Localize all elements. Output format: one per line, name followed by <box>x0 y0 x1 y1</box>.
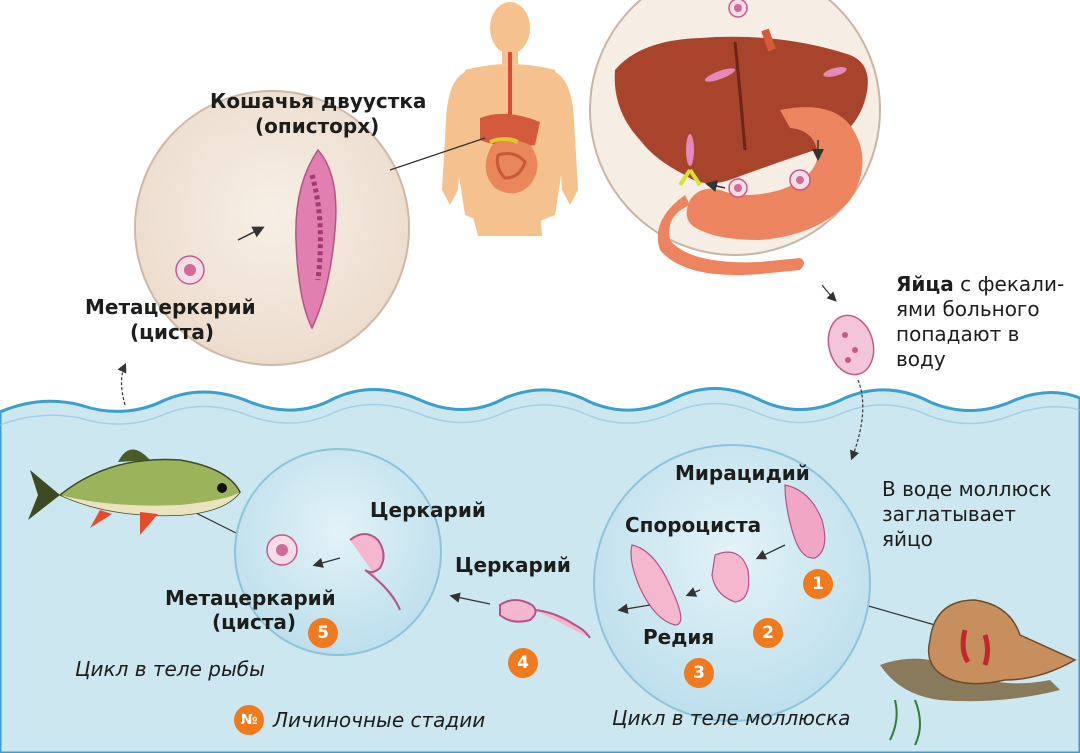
eggs-text-line2: ями больного <box>896 297 1040 321</box>
legend-text: Личиночные стадии <box>273 708 486 732</box>
miracidium-drawing <box>784 484 826 559</box>
sporocyst-label: Спороциста <box>625 513 762 537</box>
snail-illustration <box>880 599 1077 746</box>
fish-cycle-circle <box>234 448 442 656</box>
cercaria-in-fish-drawing <box>349 533 401 611</box>
adult-fluke-worm <box>295 148 337 330</box>
miracidium-label: Мирацидий <box>675 461 810 485</box>
redia-drawing <box>630 544 682 626</box>
fish-illustration <box>28 449 241 535</box>
eggs-bold-word: Яйца <box>896 272 954 296</box>
eggs-text-line4: воду <box>896 347 946 371</box>
snail-note-line2: заглатывает <box>882 502 1016 526</box>
stage-badge-4: 4 <box>508 648 538 678</box>
redia-label: Редия <box>643 625 715 649</box>
eggs-text-line1: Яйца с фекали- <box>896 273 1064 295</box>
stage-badge-1: 1 <box>803 569 833 599</box>
mollusk-cycle-caption: Цикл в теле моллюска <box>612 706 851 730</box>
adult-fluke-circle <box>134 90 410 366</box>
human-body-illustration <box>442 2 578 236</box>
free-cercaria-drawing <box>499 599 591 639</box>
fish-cycle-caption: Цикл в теле рыбы <box>75 657 265 681</box>
metacercaria-top-line1: Метацеркарий <box>85 295 256 319</box>
stage-badge-5: 5 <box>308 618 338 648</box>
eggs-text-rest: с фекали- <box>953 272 1065 296</box>
fluke-title-line1: Кошачья двуустка <box>210 89 427 113</box>
sporocyst-drawing <box>711 551 750 603</box>
metacercaria-fish-line1: Метацеркарий <box>165 586 336 610</box>
metacercaria-top-line2: (циста) <box>130 320 215 344</box>
stage-badge-3: 3 <box>684 658 714 688</box>
fluke-title-line2: (описторх) <box>255 114 380 138</box>
snail-note-line3: яйцо <box>882 527 933 551</box>
legend-badge: № <box>234 705 264 735</box>
cercaria-fish-label: Церкарий <box>370 498 486 522</box>
mollusk-cycle-circle <box>593 444 871 722</box>
snail-note-line1: В воде моллюск <box>882 477 1052 501</box>
cercaria-mid-label: Церкарий <box>455 553 571 577</box>
eggs-text-line3: попадают в <box>896 322 1020 346</box>
egg-illustration <box>827 314 875 376</box>
liver-circle <box>589 0 881 275</box>
metacercaria-fish-line2: (циста) <box>212 610 297 634</box>
stage-badge-2: 2 <box>753 618 783 648</box>
